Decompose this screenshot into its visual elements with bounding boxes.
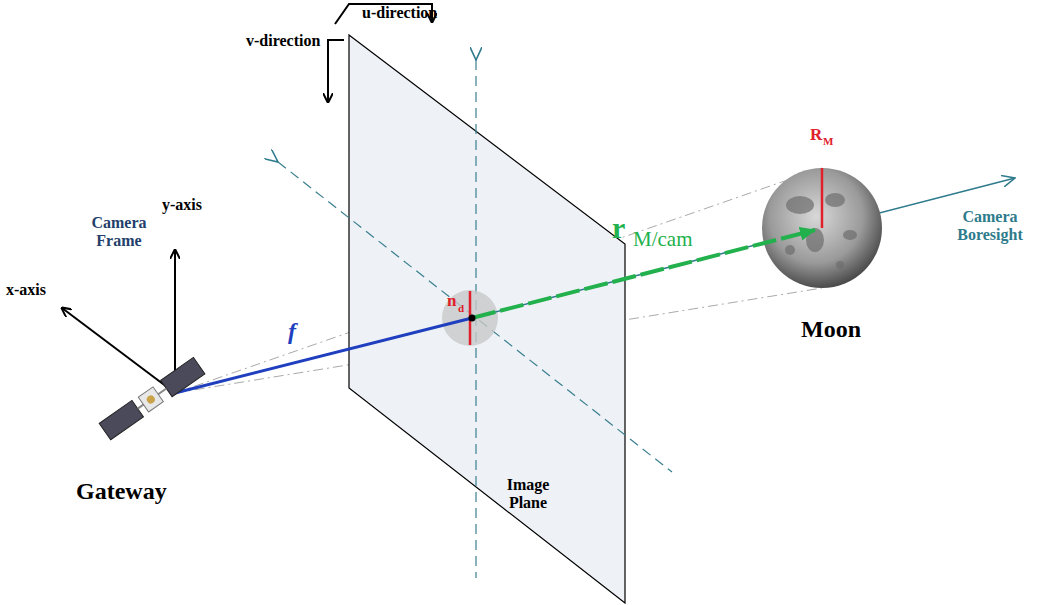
radius-pixel-label: n: [447, 292, 456, 311]
boresight-label: Camera Boresight: [942, 208, 1038, 243]
axis-label: y-axis: [162, 196, 202, 214]
vector-subscript: M/cam: [633, 228, 692, 251]
moon-radius-subscript: M: [823, 135, 833, 147]
moon-radius-label: R: [810, 126, 822, 145]
vector-label: r: [612, 211, 625, 244]
radius-pixel-subscript: d: [458, 302, 464, 314]
axis-label: x-axis: [6, 281, 46, 299]
focal-length-label: f: [288, 318, 296, 344]
body-label: Moon: [801, 316, 861, 342]
direction-label: u-direction: [362, 4, 437, 22]
frame-label: Camera Frame: [86, 214, 152, 249]
direction-label: v-direction: [246, 32, 320, 50]
body-label: Gateway: [76, 478, 167, 504]
plane-label: Image Plane: [500, 476, 556, 511]
